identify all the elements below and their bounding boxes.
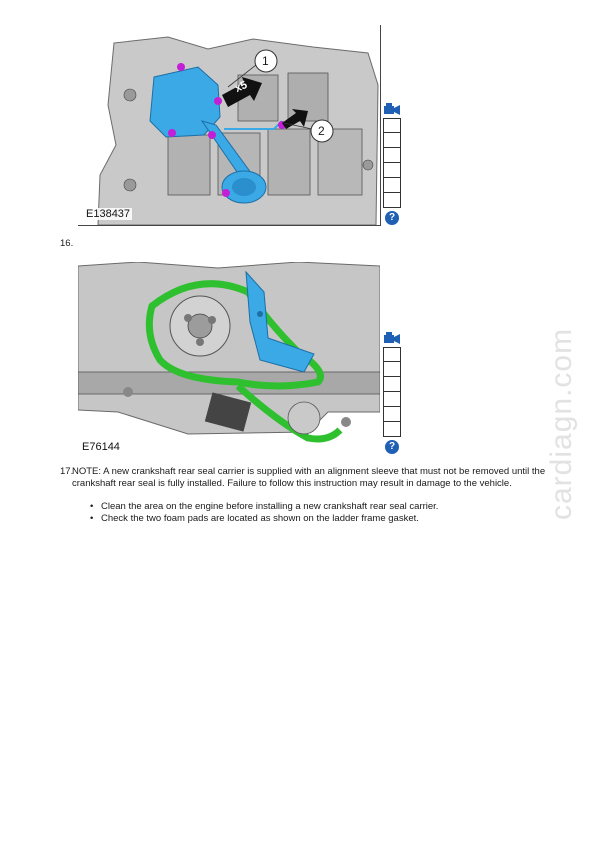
watermark-text: cardiagn.com <box>545 327 578 520</box>
instruction-list: Clean the area on the engine before inst… <box>90 501 438 525</box>
step-number-16: 16. <box>60 238 74 249</box>
toolbar-slot[interactable] <box>383 148 401 163</box>
note-text: NOTE: A new crankshaft rear seal carrier… <box>72 466 546 489</box>
figure-oil-pump-removal: 1 2 x5 E138437 <box>78 25 381 226</box>
toolbar-slot[interactable] <box>383 163 401 178</box>
video-camera-icon[interactable] <box>383 102 401 116</box>
toolbar-slot[interactable] <box>383 407 401 422</box>
figure-toolbar-2: ? <box>383 331 403 454</box>
figure-id-label: E138437 <box>84 208 133 220</box>
callout-2: 2 <box>318 124 325 138</box>
toolbar-slot[interactable] <box>383 347 401 362</box>
toolbar-slot[interactable] <box>383 193 401 208</box>
toolbar-slot[interactable] <box>383 392 401 407</box>
step-17-note: 17. NOTE: A new crankshaft rear seal car… <box>60 466 550 490</box>
help-icon[interactable]: ? <box>385 440 399 454</box>
toolbar-slot[interactable] <box>383 178 401 193</box>
engine-block-illustration-2 <box>78 262 380 454</box>
toolbar-slot[interactable] <box>383 422 401 437</box>
list-item: Clean the area on the engine before inst… <box>90 501 438 513</box>
figure-toolbar-1: ? <box>383 102 403 225</box>
help-icon[interactable]: ? <box>385 211 399 225</box>
toolbar-slot[interactable] <box>383 362 401 377</box>
video-camera-icon[interactable] <box>383 331 401 345</box>
figure-id-label: E76144 <box>80 441 122 453</box>
list-item: Check the two foam pads are located as s… <box>90 513 438 525</box>
toolbar-slot[interactable] <box>383 118 401 133</box>
engine-block-illustration-1 <box>78 25 380 225</box>
toolbar-slot[interactable] <box>383 377 401 392</box>
callout-1: 1 <box>262 54 269 68</box>
step-number-17: 17. <box>60 466 74 477</box>
toolbar-slot[interactable] <box>383 133 401 148</box>
figure-rear-seal-carrier: E76144 <box>78 262 380 454</box>
